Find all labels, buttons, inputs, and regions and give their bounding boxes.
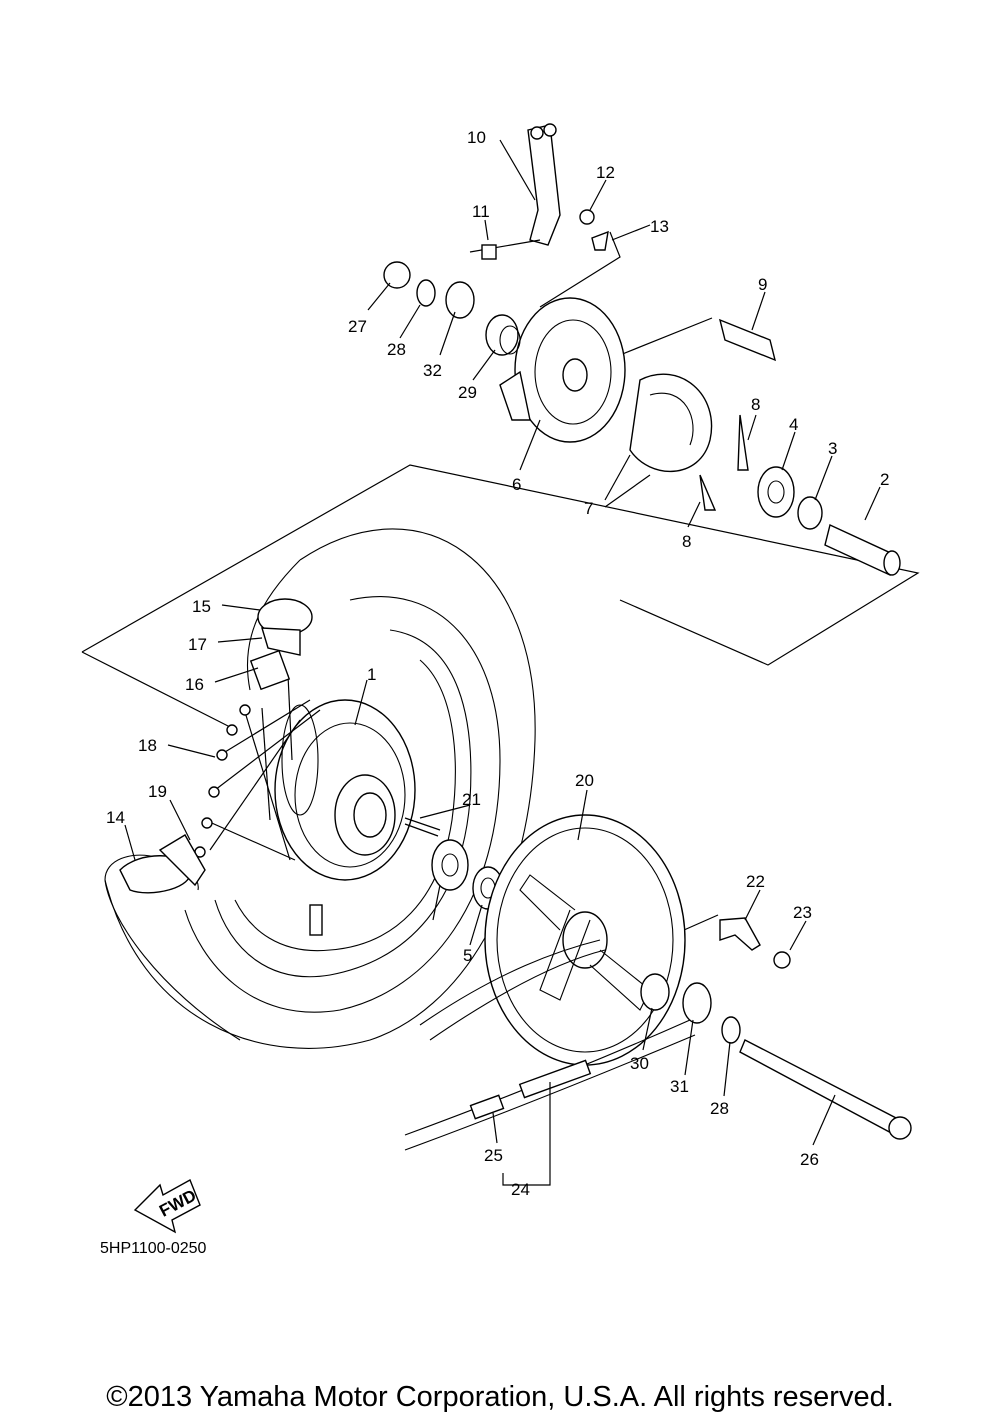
callout-30: 30 [630,1054,649,1073]
callout-18: 18 [138,736,157,755]
rear-sprocket [484,814,686,1066]
fwd-arrow-icon: FWD [133,1179,201,1234]
callout-1: 1 [367,665,376,684]
callout-20: 20 [575,771,594,790]
callout-9: 9 [758,275,767,294]
callout-10: 10 [467,128,486,147]
brake-camshaft-lever [469,123,609,260]
callout-23: 23 [793,903,812,922]
callout-17: 17 [188,635,207,654]
hub-bearings [404,817,504,910]
callout-16: 16 [185,675,204,694]
leader-lines [124,139,881,1186]
callout-28: 28 [387,340,406,359]
callout-22: 22 [746,872,765,891]
copyright-notice: ©2013 Yamaha Motor Corporation, U.S.A. A… [106,1381,894,1413]
callout-32: 32 [423,361,442,380]
callout-7: 7 [584,499,593,518]
callout-5: 5 [463,946,472,965]
tube-and-valve [119,598,323,936]
axle-side-parts [640,917,912,1140]
spokes [194,674,321,861]
callout-numbers: 1 2 3 4 5 6 7 8 8 9 10 11 12 13 14 15 16… [106,128,889,1199]
callout-4: 4 [789,415,798,434]
callout-14: 14 [106,808,125,827]
callout-8-lower: 8 [682,532,691,551]
callout-15: 15 [192,597,211,616]
callout-6: 6 [512,475,521,494]
callout-12: 12 [596,163,615,182]
callout-21: 21 [462,790,481,809]
callout-27: 27 [348,317,367,336]
right-bearing-and-spacer [757,466,901,576]
callout-31: 31 [670,1077,689,1096]
callout-2: 2 [880,470,889,489]
callout-13: 13 [650,217,669,236]
callout-3: 3 [828,439,837,458]
brake-shoe-plate [499,297,777,511]
callout-29: 29 [458,383,477,402]
diagram-code: 5HP1100-0250 [100,1240,207,1257]
callout-26: 26 [800,1150,819,1169]
callout-8: 8 [751,395,760,414]
wheel-hub [274,699,416,881]
callout-11: 11 [472,202,490,221]
callout-19: 19 [148,782,167,801]
callout-24: 24 [511,1180,530,1199]
callout-28-lower: 28 [710,1099,729,1118]
brake-side-small-parts [383,261,521,356]
callout-25: 25 [484,1146,503,1165]
